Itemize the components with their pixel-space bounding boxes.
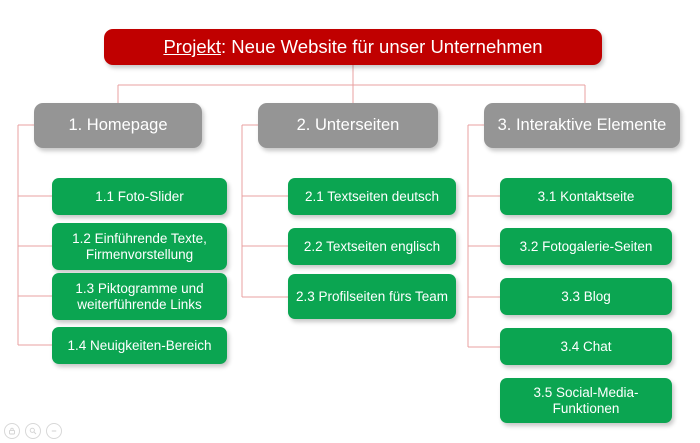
node-3-1-label: 3.1 Kontaktseite [537,188,635,204]
node-3-4[interactable]: 3.4 Chat [500,328,672,365]
node-3-5[interactable]: 3.5 Social-Media-Funktionen [500,378,672,423]
node-1-4[interactable]: 1.4 Neuigkeiten-Bereich [52,327,227,364]
branch-heading-3[interactable]: 3. Interaktive Elemente [484,103,680,148]
node-1-1-label: 1.1 Foto-Slider [95,188,184,204]
root-node-label: Projekt: Neue Website für unser Unterneh… [163,36,542,58]
node-3-2[interactable]: 3.2 Fotogalerie-Seiten [500,228,672,265]
node-1-2-label: 1.2 Einführende Texte, Firmenvorstellung [72,230,207,262]
node-3-4-label: 3.4 Chat [560,338,612,354]
root-node-label-underlined: Projekt [163,36,222,58]
node-3-2-label: 3.2 Fotogalerie-Seiten [519,238,653,254]
branch-heading-1[interactable]: 1. Homepage [34,103,202,148]
node-3-5-label: 3.5 Social-Media-Funktionen [533,384,639,416]
watermark-toolbar [4,423,62,439]
branch-heading-2[interactable]: 2. Unterseiten [258,103,438,148]
node-1-2[interactable]: 1.2 Einführende Texte, Firmenvorstellung [52,223,227,270]
node-2-2-label: 2.2 Textseiten englisch [303,238,441,254]
root-node[interactable]: Projekt: Neue Website für unser Unterneh… [104,29,602,65]
lock-icon[interactable] [4,423,20,439]
node-3-1[interactable]: 3.1 Kontaktseite [500,178,672,215]
root-node-label-rest: : Neue Website für unser Unternehmen [221,36,543,58]
branch-heading-1-label: 1. Homepage [68,115,168,134]
minus-icon[interactable] [46,423,62,439]
branch-heading-2-label: 2. Unterseiten [296,115,400,134]
node-2-1-label: 2.1 Textseiten deutsch [304,188,440,204]
node-2-1[interactable]: 2.1 Textseiten deutsch [288,178,456,215]
node-1-1[interactable]: 1.1 Foto-Slider [52,178,227,215]
node-2-3-label: 2.3 Profilseiten fürs Team [295,288,449,304]
node-1-3-label: 1.3 Piktogramme und weiterführende Links [75,280,204,312]
node-1-4-label: 1.4 Neuigkeiten-Bereich [67,337,212,353]
magnifier-icon[interactable] [25,423,41,439]
branch-heading-3-label: 3. Interaktive Elemente [497,115,667,134]
node-2-3[interactable]: 2.3 Profilseiten fürs Team [288,274,456,319]
node-1-3[interactable]: 1.3 Piktogramme und weiterführende Links [52,273,227,320]
node-2-2[interactable]: 2.2 Textseiten englisch [288,228,456,265]
node-3-3[interactable]: 3.3 Blog [500,278,672,315]
node-3-3-label: 3.3 Blog [561,288,611,304]
